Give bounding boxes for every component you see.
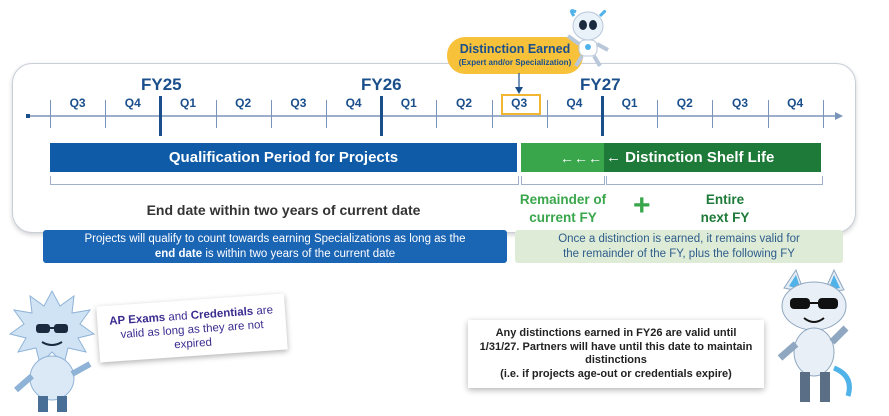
blue-note-line2-rest: is within two years of the current date bbox=[202, 248, 396, 260]
remainder-label: Remainder of current FY bbox=[508, 191, 618, 227]
quarter-tick bbox=[105, 100, 107, 128]
quarter-tick bbox=[215, 100, 217, 128]
fy26-validity-card: Any distinctions earned in FY26 are vali… bbox=[468, 320, 764, 388]
end-date-label: End date within two years of current dat… bbox=[146, 202, 421, 218]
fy-label-fy26: FY26 bbox=[361, 75, 402, 94]
highlighted-quarter-box bbox=[500, 94, 541, 115]
fy-label-fy27: FY27 bbox=[580, 75, 621, 94]
fiscal-year-divider bbox=[159, 96, 163, 136]
qualification-period-bar: Qualification Period for Projects bbox=[50, 143, 517, 172]
remainder-brace bbox=[521, 176, 605, 185]
right-card-line1: Any distinctions earned in FY26 are vali… bbox=[495, 327, 737, 339]
quarter-tick bbox=[50, 100, 51, 128]
quarter-label: Q3 bbox=[290, 96, 307, 110]
fiscal-year-divider bbox=[380, 96, 384, 136]
entire-label-line2: next FY bbox=[700, 210, 750, 225]
callout-subtitle: (Expert and/or Specialization) bbox=[458, 58, 572, 67]
credentials-note-card: AP Exams and Credentials are valid as lo… bbox=[96, 293, 288, 363]
blue-note-line1: Projects will qualify to count towards e… bbox=[84, 233, 466, 245]
quarter-tick bbox=[491, 100, 493, 128]
and-text: and bbox=[164, 310, 192, 324]
quarter-label: Q2 bbox=[455, 96, 472, 110]
quarter-tick bbox=[326, 100, 327, 128]
plus-sign: + bbox=[633, 189, 651, 222]
quarter-tick bbox=[657, 100, 659, 128]
quarter-label: Q2 bbox=[676, 96, 693, 110]
quarter-label: Q4 bbox=[787, 96, 804, 110]
robot-mascot-icon bbox=[566, 9, 609, 68]
blue-note-line2: end date is within two years of the curr… bbox=[43, 247, 507, 262]
quarter-label: Q4 bbox=[345, 96, 362, 110]
green-note-line2: the remainder of the FY, plus the follow… bbox=[563, 248, 795, 260]
qualification-brace bbox=[50, 176, 519, 185]
entire-next-fy-label: Entire next FY bbox=[680, 191, 770, 227]
quarter-label: Q2 bbox=[235, 96, 252, 110]
quarter-label: Q3 bbox=[731, 96, 748, 110]
quarter-tick bbox=[822, 100, 824, 128]
quarter-tick bbox=[436, 100, 438, 128]
distinction-earned-callout: Distinction Earned (Expert and/or Specia… bbox=[447, 37, 583, 74]
right-card-line3: distinctions bbox=[585, 354, 647, 366]
remainder-label-line1: Remainder of bbox=[519, 192, 607, 207]
cat-mascot-icon bbox=[777, 268, 852, 402]
quarter-tick bbox=[767, 100, 769, 128]
quarter-label: Q1 bbox=[400, 96, 417, 110]
quarter-label: Q1 bbox=[179, 96, 196, 110]
timeline-axis bbox=[26, 112, 843, 120]
callout-arrow-icon bbox=[515, 73, 523, 94]
quarter-tick bbox=[270, 100, 272, 128]
quarter-label: Q3 bbox=[69, 96, 86, 110]
callout-title: Distinction Earned bbox=[459, 42, 571, 56]
green-note-line1: Once a distinction is earned, it remains… bbox=[558, 233, 800, 245]
distinction-shelf-life-bar: ← Distinction Shelf Life bbox=[604, 143, 821, 172]
remainder-arrows-bar: ←←← bbox=[521, 143, 604, 172]
right-card-line2: 1/31/27. Partners will have until this d… bbox=[479, 340, 753, 353]
next-fy-brace bbox=[606, 176, 823, 185]
quarter-label: Q3 bbox=[511, 96, 528, 110]
spiky-mascot-icon bbox=[8, 289, 96, 412]
right-card-line4: (i.e. if projects age-out or credentials… bbox=[500, 367, 732, 380]
quarter-tick bbox=[546, 100, 548, 128]
quarter-label: Q1 bbox=[621, 96, 638, 110]
quarter-label: Q4 bbox=[124, 96, 141, 110]
are-text: are bbox=[252, 304, 274, 318]
quarter-tick bbox=[712, 100, 714, 128]
green-note: Once a distinction is earned, it remains… bbox=[515, 230, 843, 263]
blue-note: Projects will qualify to count towards e… bbox=[43, 230, 507, 263]
fy-label-fy25: FY25 bbox=[141, 75, 182, 94]
entire-label-line1: Entire bbox=[705, 192, 745, 207]
blue-note-bold: end date bbox=[154, 248, 203, 260]
remainder-label-line2: current FY bbox=[529, 210, 597, 225]
fiscal-year-divider bbox=[601, 96, 604, 136]
quarter-label: Q4 bbox=[566, 96, 583, 110]
